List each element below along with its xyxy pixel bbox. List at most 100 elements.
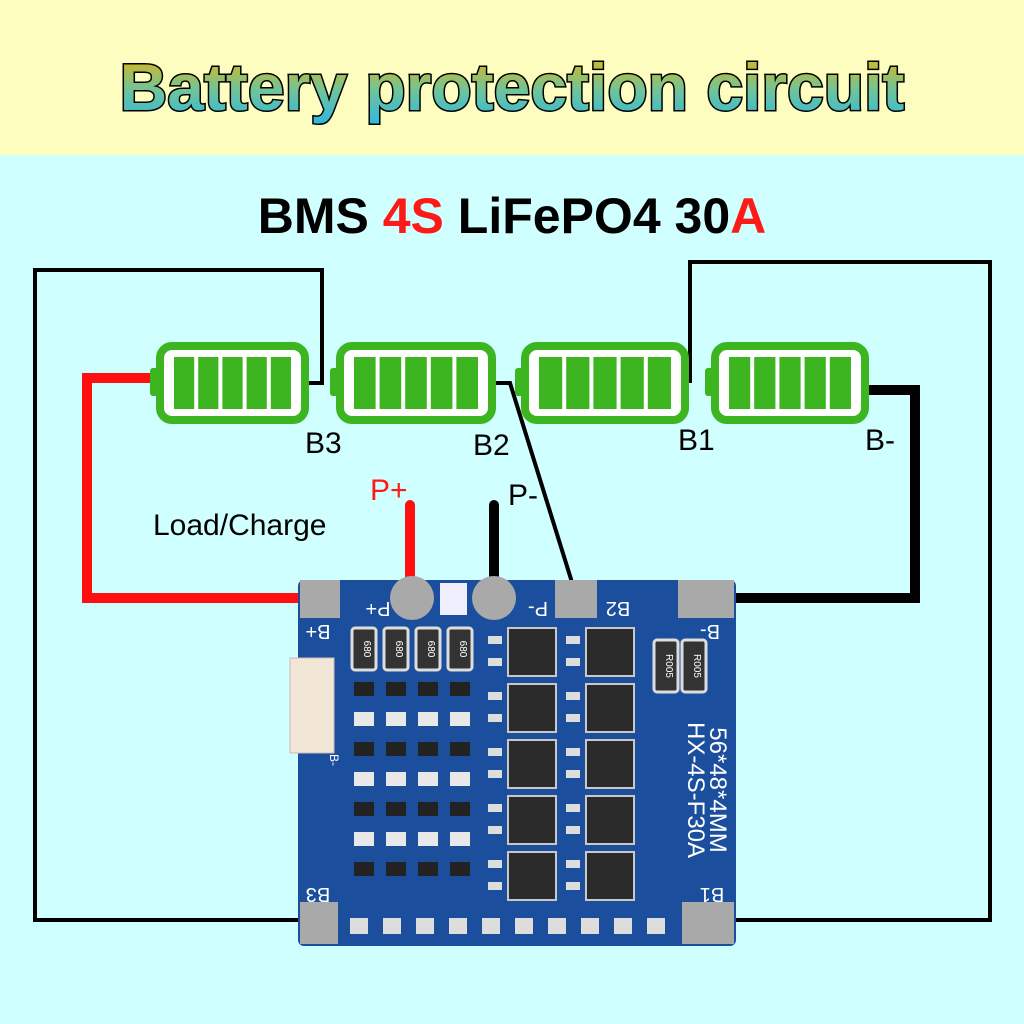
smd-part <box>418 862 438 876</box>
battery-bar <box>456 357 478 409</box>
smd-pad <box>515 918 533 934</box>
smd-part <box>354 742 374 756</box>
battery-bar <box>379 357 402 409</box>
mosfet <box>507 851 557 901</box>
pad-b2 <box>555 580 597 618</box>
smd-pad <box>647 918 665 934</box>
pad-b1 <box>682 902 734 944</box>
smd-part <box>354 682 374 696</box>
smd-pad <box>383 918 401 934</box>
mosfet <box>507 795 557 845</box>
smd-part <box>418 832 438 846</box>
mosfet <box>507 739 557 789</box>
resistor-label: 680 <box>393 641 404 658</box>
smd-part <box>386 862 406 876</box>
pcb-label-b3: B3 <box>306 883 330 905</box>
mosfet <box>585 627 635 677</box>
battery-bar <box>539 357 563 409</box>
resistor <box>350 626 378 672</box>
battery-bar <box>566 357 590 409</box>
smd-part <box>450 742 470 756</box>
smd-part <box>450 682 470 696</box>
battery-cell-4 <box>705 342 869 424</box>
battery-cell-1 <box>150 342 309 424</box>
wires <box>33 260 992 922</box>
label-b1: B1 <box>678 424 715 457</box>
pad-battery-positive <box>300 580 340 618</box>
battery-bar <box>804 357 826 409</box>
title-band <box>0 0 1024 155</box>
battery-bar <box>430 357 453 409</box>
smd-part <box>386 712 406 726</box>
mosfet <box>507 627 557 677</box>
battery-bar <box>829 357 851 409</box>
battery-bar <box>779 357 801 409</box>
shunt-resistor <box>652 638 680 694</box>
pad-p-minus <box>472 576 516 620</box>
battery-bar <box>174 357 195 409</box>
title: Battery protection circuit <box>120 50 905 124</box>
mosfet <box>585 683 635 733</box>
pcb-model: HX-4S-F30A <box>682 722 709 858</box>
wire-b-minus <box>703 385 920 603</box>
wire-battery-positive <box>82 373 332 603</box>
subtitle-4s: 4S <box>383 188 444 244</box>
balance-connector <box>289 657 335 754</box>
battery-bar <box>198 357 219 409</box>
battery-cell-3 <box>515 342 689 424</box>
mosfet <box>585 795 635 845</box>
smd-pad <box>350 918 368 934</box>
smd-part <box>450 712 470 726</box>
mosfet <box>507 683 557 733</box>
wire-b1 <box>688 260 992 922</box>
wire-b2 <box>490 381 577 593</box>
battery-bar <box>754 357 776 409</box>
pcb-label-b2: B2 <box>606 597 630 619</box>
smd-part <box>418 772 438 786</box>
pcb-label-p-plus: P+ <box>365 597 390 619</box>
smd-part <box>418 742 438 756</box>
smd-part <box>418 682 438 696</box>
shunt-label: R005 <box>691 654 702 678</box>
smd-part <box>354 772 374 786</box>
pcb-label-b-plus: B+ <box>305 620 330 642</box>
led <box>440 583 467 615</box>
label-load-charge: Load/Charge <box>153 509 326 542</box>
battery-bar <box>647 357 671 409</box>
subtitle: BMS 4S LiFePO4 30A <box>258 188 767 244</box>
smd-pad <box>482 918 500 934</box>
resistor <box>414 626 442 672</box>
label-p-minus: P- <box>508 479 538 512</box>
mosfet <box>585 851 635 901</box>
label-b2: B2 <box>473 429 510 462</box>
shunt-resistor <box>680 638 708 694</box>
pad-p-plus <box>390 576 434 620</box>
shunt-label: R005 <box>663 654 674 678</box>
smd-part <box>354 802 374 816</box>
smd-part <box>450 772 470 786</box>
pad-b-minus <box>678 580 734 618</box>
resistor-label: 680 <box>457 641 468 658</box>
resistor <box>382 626 410 672</box>
pcb-label-p-minus: P- <box>528 597 548 619</box>
subtitle-amp: A <box>730 188 766 244</box>
smd-pad <box>581 918 599 934</box>
mosfet <box>585 739 635 789</box>
pcb-label-b1: B1 <box>700 883 724 905</box>
wire-b3 <box>33 268 324 922</box>
resistor-label: 680 <box>425 641 436 658</box>
smd-part <box>418 712 438 726</box>
smd-part <box>386 742 406 756</box>
smd-part <box>450 862 470 876</box>
smd-part <box>450 802 470 816</box>
smd-part <box>386 772 406 786</box>
subtitle-chem: LiFePO4 30 <box>444 188 730 244</box>
resistor <box>446 626 474 672</box>
pcb-size: 56*48*4MM <box>704 727 731 852</box>
label-p-plus: P+ <box>370 474 408 507</box>
pcb-label-b0: B- <box>327 754 341 766</box>
battery-bar <box>222 357 243 409</box>
label-b3: B3 <box>305 427 342 460</box>
